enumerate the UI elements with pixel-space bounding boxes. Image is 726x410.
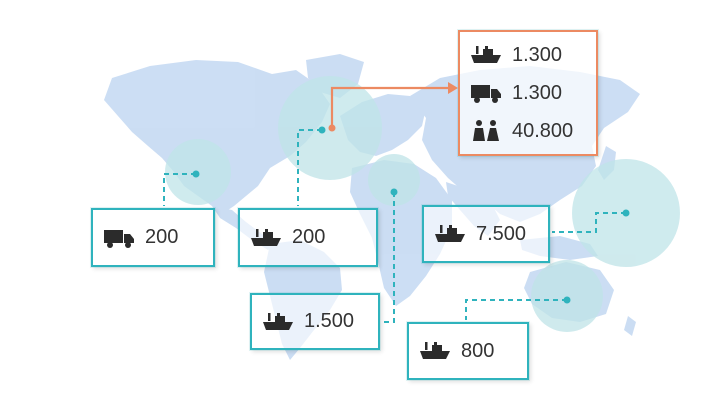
info-value: 200 — [292, 226, 326, 248]
info-box-australia: 800 — [407, 322, 529, 380]
info-box-mediterranean: 1.500 — [250, 293, 380, 350]
truck-icon — [103, 226, 135, 250]
info-value: 1.300 — [512, 43, 563, 66]
connector-mediterranean — [382, 192, 395, 323]
info-row: 200 — [103, 219, 203, 257]
info-value: 7.500 — [476, 222, 527, 245]
info-row: 200 — [250, 219, 366, 257]
bubble-australia — [531, 260, 603, 332]
ship-icon — [262, 310, 294, 334]
people-icon — [470, 119, 502, 143]
land-new-zealand — [624, 316, 636, 336]
connector-europe-north-arrow — [448, 82, 458, 94]
info-box-east-asia: 7.500 — [422, 205, 550, 263]
ship-icon — [434, 222, 466, 246]
ship-icon — [250, 226, 282, 250]
region-bubbles — [165, 76, 680, 332]
info-row: 800 — [419, 332, 517, 370]
dot-east-asia — [622, 209, 630, 217]
info-row: 7.500 — [434, 215, 538, 253]
info-value: 800 — [461, 339, 495, 362]
ship-icon — [419, 339, 451, 363]
connector-australia — [465, 299, 567, 320]
land-north-america — [104, 60, 330, 214]
connectors — [163, 129, 626, 323]
info-box-north-america-west: 200 — [91, 208, 215, 267]
connector-east-asia — [552, 212, 626, 233]
ship-icon — [470, 43, 502, 67]
dot-mediterranean — [390, 188, 398, 196]
info-box-north-america-east: 200 — [238, 208, 378, 267]
dot-australia — [563, 296, 571, 304]
info-row: 40.800 — [470, 112, 586, 150]
bubble-mediterranean — [368, 154, 420, 206]
connector-dots — [192, 126, 630, 304]
info-value: 1.300 — [512, 81, 563, 104]
info-value: 40.800 — [512, 119, 574, 142]
connector-north-america-east — [297, 129, 322, 206]
dot-north-america-west — [192, 170, 200, 178]
info-row: 1.500 — [262, 303, 368, 341]
connector-europe-north-line — [330, 86, 448, 128]
connector-europe-north — [328, 82, 458, 132]
info-box-europe-north: 1.300 1.300 40.800 — [458, 30, 598, 156]
dot-europe-north — [328, 124, 336, 132]
info-value: 200 — [145, 226, 179, 248]
connector-north-america-west — [163, 173, 196, 206]
dot-north-america-east — [318, 126, 326, 134]
info-row: 1.300 — [470, 36, 586, 74]
info-row: 1.300 — [470, 74, 586, 112]
info-value: 1.500 — [304, 310, 355, 332]
truck-icon — [470, 81, 502, 105]
